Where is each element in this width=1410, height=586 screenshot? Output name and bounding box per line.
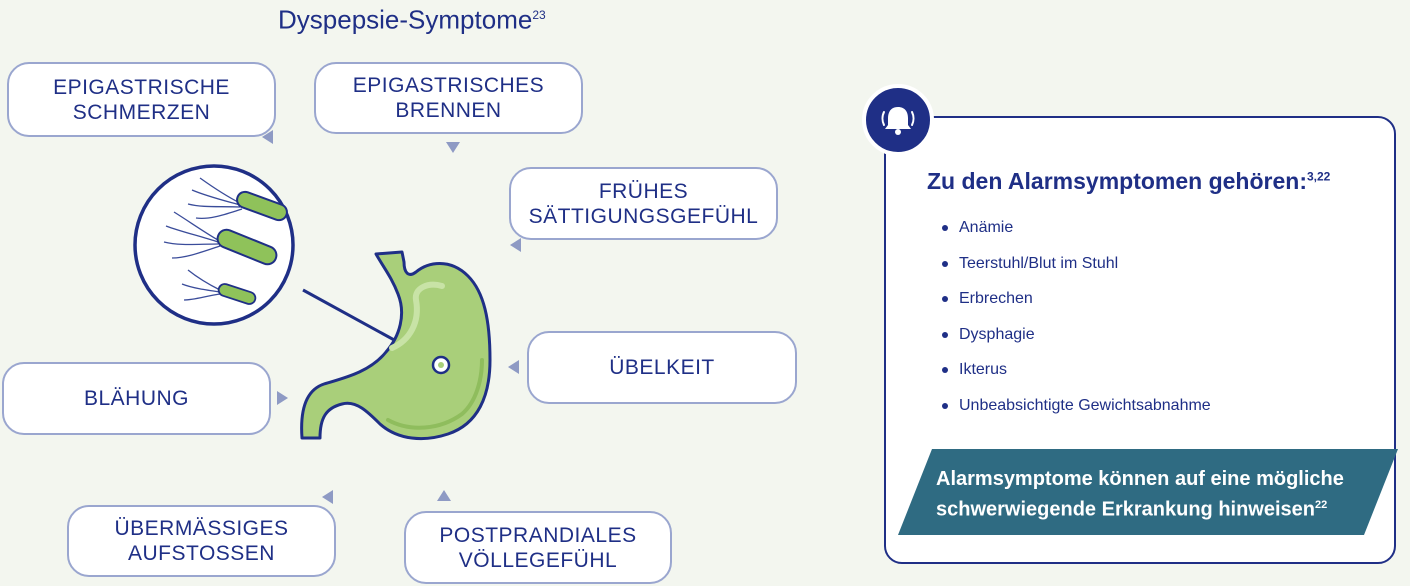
- warning-reference: 22: [1315, 499, 1328, 511]
- list-item: Ikterus: [942, 356, 1211, 392]
- diagram-title: Dyspepsie-Symptome23: [278, 0, 546, 35]
- pointer-arrow: [277, 391, 288, 405]
- symptom-epigastric-pain: EPIGASTRISCHE SCHMERZEN: [7, 62, 276, 137]
- alarm-symptom-list: Anämie Teerstuhl/Blut im Stuhl Erbrechen…: [942, 214, 1211, 428]
- warning-text: Alarmsymptome können auf eine mögliche s…: [936, 468, 1344, 521]
- bacteria-icon: [133, 164, 295, 326]
- symptom-nausea: ÜBELKEIT: [527, 331, 797, 404]
- alarm-heading: Zu den Alarmsymptomen gehören:3,22: [927, 168, 1330, 195]
- list-item: Teerstuhl/Blut im Stuhl: [942, 250, 1211, 286]
- title-reference: 23: [532, 8, 546, 22]
- list-item: Anämie: [942, 214, 1211, 250]
- symptom-epigastric-burning: EPIGASTRISCHES BRENNEN: [314, 62, 583, 134]
- symptom-early-satiety: FRÜHES SÄTTIGUNGSGEFÜHL: [509, 167, 778, 240]
- symptom-postprandial-fullness: POSTPRANDIALES VÖLLEGEFÜHL: [404, 511, 672, 584]
- pointer-arrow: [510, 238, 521, 252]
- list-item: Dysphagie: [942, 321, 1211, 357]
- stomach-icon: [300, 250, 492, 441]
- pointer-arrow: [446, 142, 460, 153]
- warning-text-block: Alarmsymptome können auf eine mögliche s…: [936, 466, 1376, 523]
- pointer-arrow: [322, 490, 333, 504]
- bell-icon: [862, 84, 934, 156]
- list-item: Erbrechen: [942, 285, 1211, 321]
- list-item: Unbeabsichtigte Gewichtsabnahme: [942, 392, 1211, 428]
- alarm-heading-reference: 3,22: [1306, 169, 1331, 184]
- pointer-arrow: [437, 490, 451, 501]
- symptom-bloating: BLÄHUNG: [2, 362, 271, 435]
- stomach-illustration: [133, 164, 492, 441]
- pointer-arrow: [508, 360, 519, 374]
- alarm-heading-text: Zu den Alarmsymptomen gehören:: [927, 168, 1307, 194]
- warning-banner: [898, 449, 1398, 535]
- pointer-arrow: [262, 130, 273, 144]
- symptom-excessive-belching: ÜBERMÄSSIGES AUFSTOSSEN: [67, 505, 336, 577]
- title-text: Dyspepsie-Symptome: [278, 4, 533, 35]
